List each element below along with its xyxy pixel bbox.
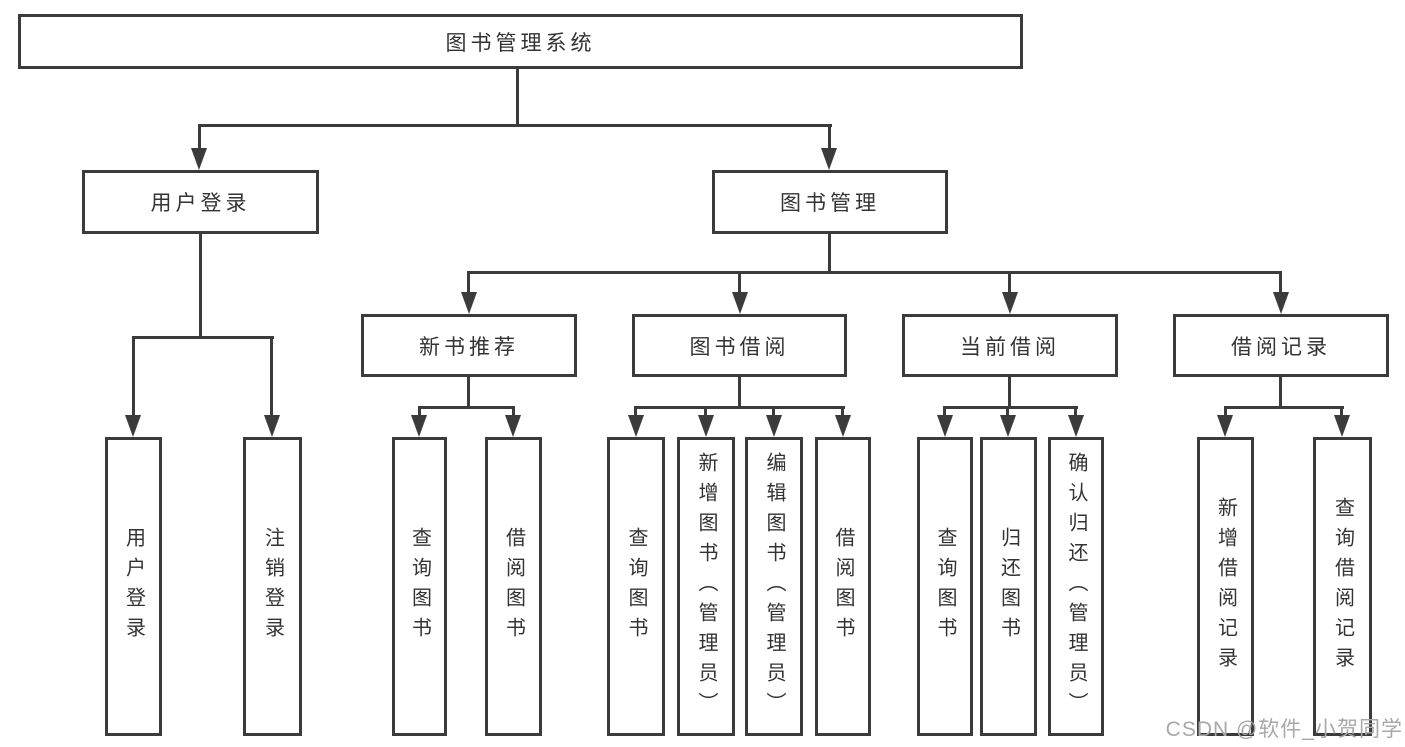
connector-line <box>270 336 273 416</box>
arrowhead-down <box>125 415 141 437</box>
arrowhead-down <box>1000 415 1016 437</box>
leaf-query-borrow-record: 查询借阅记录 <box>1313 437 1372 736</box>
connector-line <box>738 271 741 295</box>
connector-line <box>198 124 201 150</box>
node-book-management: 图书管理 <box>712 170 948 234</box>
leaf-recommend-borrow-books-label: 借阅图书 <box>502 526 525 647</box>
connector-line <box>199 234 202 338</box>
node-root-system: 图书管理系统 <box>18 14 1023 69</box>
node-book-management-label: 图书管理 <box>780 192 880 215</box>
leaf-add-book-admin: 新增图书（管理员） <box>677 437 735 736</box>
connector-line <box>828 124 831 150</box>
connector-line <box>1224 406 1227 419</box>
node-root-system-label: 图书管理系统 <box>445 31 596 55</box>
connector-line <box>1279 377 1282 408</box>
connector-line <box>198 124 832 127</box>
connector-line <box>468 271 1282 274</box>
arrowhead-down <box>1068 415 1084 437</box>
leaf-current-query-books-label: 查询图书 <box>934 526 956 647</box>
connector-line <box>841 406 844 419</box>
connector-line <box>418 406 515 409</box>
connector-line <box>1279 271 1282 295</box>
leaf-recommend-query-books-label: 查询图书 <box>408 526 431 647</box>
arrowhead-down <box>1334 415 1350 437</box>
connector-line <box>512 406 515 419</box>
leaf-current-query-books: 查询图书 <box>917 437 973 736</box>
node-book-borrow-label: 图书借阅 <box>689 335 790 359</box>
connector-line <box>516 68 519 126</box>
leaf-recommend-borrow-books: 借阅图书 <box>485 437 542 736</box>
arrowhead-down <box>1217 415 1233 437</box>
leaf-user-login-label: 用户登录 <box>122 526 145 647</box>
node-book-borrow: 图书借阅 <box>632 314 847 377</box>
node-new-book-recommend: 新书推荐 <box>361 314 577 377</box>
leaf-return-books-label: 归还图书 <box>997 526 1020 647</box>
connector-line <box>467 377 470 408</box>
arrowhead-down <box>732 292 748 314</box>
watermark-text: CSDN @软件_小贺同学 <box>1165 718 1403 741</box>
arrowhead-down <box>1273 292 1289 314</box>
node-borrow-records-label: 借阅记录 <box>1231 335 1331 359</box>
leaf-edit-book-admin-label: 编辑图书（管理员） <box>763 451 785 722</box>
leaf-user-login: 用户登录 <box>105 437 162 736</box>
node-new-book-recommend-label: 新书推荐 <box>419 335 519 359</box>
arrowhead-down <box>461 292 477 314</box>
leaf-borrow-query-books: 查询图书 <box>607 437 665 736</box>
leaf-borrow-query-books-label: 查询图书 <box>625 526 647 647</box>
leaf-borrow-books: 借阅图书 <box>815 437 871 736</box>
connector-line <box>1074 406 1077 419</box>
connector-line <box>467 271 470 295</box>
arrowhead-down <box>1002 292 1018 314</box>
node-borrow-records: 借阅记录 <box>1173 314 1389 377</box>
arrowhead-down <box>698 415 714 437</box>
connector-line <box>1008 377 1011 408</box>
node-current-borrow-label: 当前借阅 <box>960 335 1060 359</box>
connector-line <box>634 406 845 409</box>
leaf-confirm-return-admin: 确认归还（管理员） <box>1048 437 1104 736</box>
leaf-query-borrow-record-label: 查询借阅记录 <box>1331 496 1354 677</box>
connector-line <box>704 406 707 419</box>
arrowhead-down <box>937 415 953 437</box>
connector-line <box>943 406 1078 409</box>
leaf-logout: 注销登录 <box>243 437 302 736</box>
leaf-edit-book-admin: 编辑图书（管理员） <box>745 437 803 736</box>
arrowhead-down <box>505 415 521 437</box>
arrowhead-down <box>628 415 644 437</box>
connector-line <box>772 406 775 419</box>
arrowhead-down <box>766 415 782 437</box>
leaf-logout-label: 注销登录 <box>261 526 284 647</box>
connector-line <box>943 406 946 419</box>
connector-line <box>1224 406 1344 409</box>
connector-line <box>1008 271 1011 295</box>
arrowhead-down <box>411 415 427 437</box>
connector-line <box>132 336 274 339</box>
leaf-recommend-query-books: 查询图书 <box>392 437 447 736</box>
leaf-add-borrow-record: 新增借阅记录 <box>1197 437 1254 736</box>
arrowhead-down <box>835 415 851 437</box>
connector-line <box>738 377 741 408</box>
connector-line <box>418 406 421 419</box>
node-user-login-label: 用户登录 <box>150 192 251 215</box>
connector-line <box>634 406 637 419</box>
connector-line <box>1340 406 1343 419</box>
connector-line <box>1006 406 1009 419</box>
arrowhead-down <box>821 148 837 170</box>
connector-line <box>132 336 135 416</box>
node-user-login: 用户登录 <box>82 170 319 234</box>
leaf-return-books: 归还图书 <box>980 437 1037 736</box>
arrowhead-down <box>191 148 207 170</box>
leaf-borrow-books-label: 借阅图书 <box>832 526 854 647</box>
node-current-borrow: 当前借阅 <box>902 314 1118 377</box>
leaf-add-book-admin-label: 新增图书（管理员） <box>695 451 717 722</box>
arrowhead-down <box>264 415 280 437</box>
leaf-add-borrow-record-label: 新增借阅记录 <box>1214 496 1237 677</box>
connector-line <box>828 234 831 273</box>
leaf-confirm-return-admin-label: 确认归还（管理员） <box>1065 451 1087 722</box>
